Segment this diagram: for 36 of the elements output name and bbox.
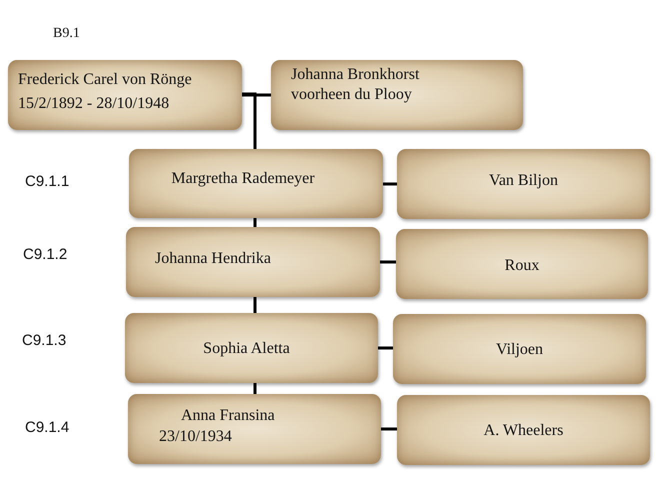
parchment-box <box>397 149 650 219</box>
connector-line <box>381 428 397 430</box>
name-text: Sophia Aletta <box>203 339 290 359</box>
generation-code: C9.1.3 <box>22 332 66 350</box>
date-text: 23/10/1934 <box>159 426 232 446</box>
name-text: A. Wheelers <box>484 421 564 441</box>
generation-code: B9.1 <box>53 25 80 43</box>
connector-line <box>378 346 393 350</box>
connector-line <box>254 383 256 394</box>
name-text: Viljoen <box>496 340 544 360</box>
parchment-box <box>126 227 380 297</box>
parchment-box <box>397 395 650 465</box>
connector-line <box>254 218 256 227</box>
generation-code: C9.1.1 <box>25 173 70 191</box>
generation-code: C9.1.4 <box>25 419 70 437</box>
parchment-box <box>271 60 523 130</box>
name-text: Anna Fransina <box>181 406 275 426</box>
name-text: Van Biljon <box>489 171 558 191</box>
parchment-box <box>125 313 378 383</box>
name-text: Johanna Bronkhorst voorheen du Plooy <box>291 65 420 105</box>
connector-line <box>383 182 397 186</box>
date-text: 15/2/1892 - 28/10/1948 <box>18 94 170 114</box>
parchment-box <box>8 60 242 130</box>
name-text: Roux <box>504 256 540 276</box>
generation-code: C9.1.2 <box>23 246 68 264</box>
name-text: Frederick Carel von Rönge <box>18 70 192 90</box>
name-text: Margretha Rademeyer <box>171 168 315 188</box>
parchment-box <box>396 229 648 299</box>
parchment-box <box>393 314 646 384</box>
name-text: Johanna Hendrika <box>155 249 271 269</box>
connector-line <box>254 297 256 313</box>
parchment-box <box>129 149 383 218</box>
parchment-box <box>128 394 381 464</box>
connector-line <box>380 260 396 264</box>
connector-line <box>242 94 271 96</box>
connector-line <box>242 92 256 149</box>
